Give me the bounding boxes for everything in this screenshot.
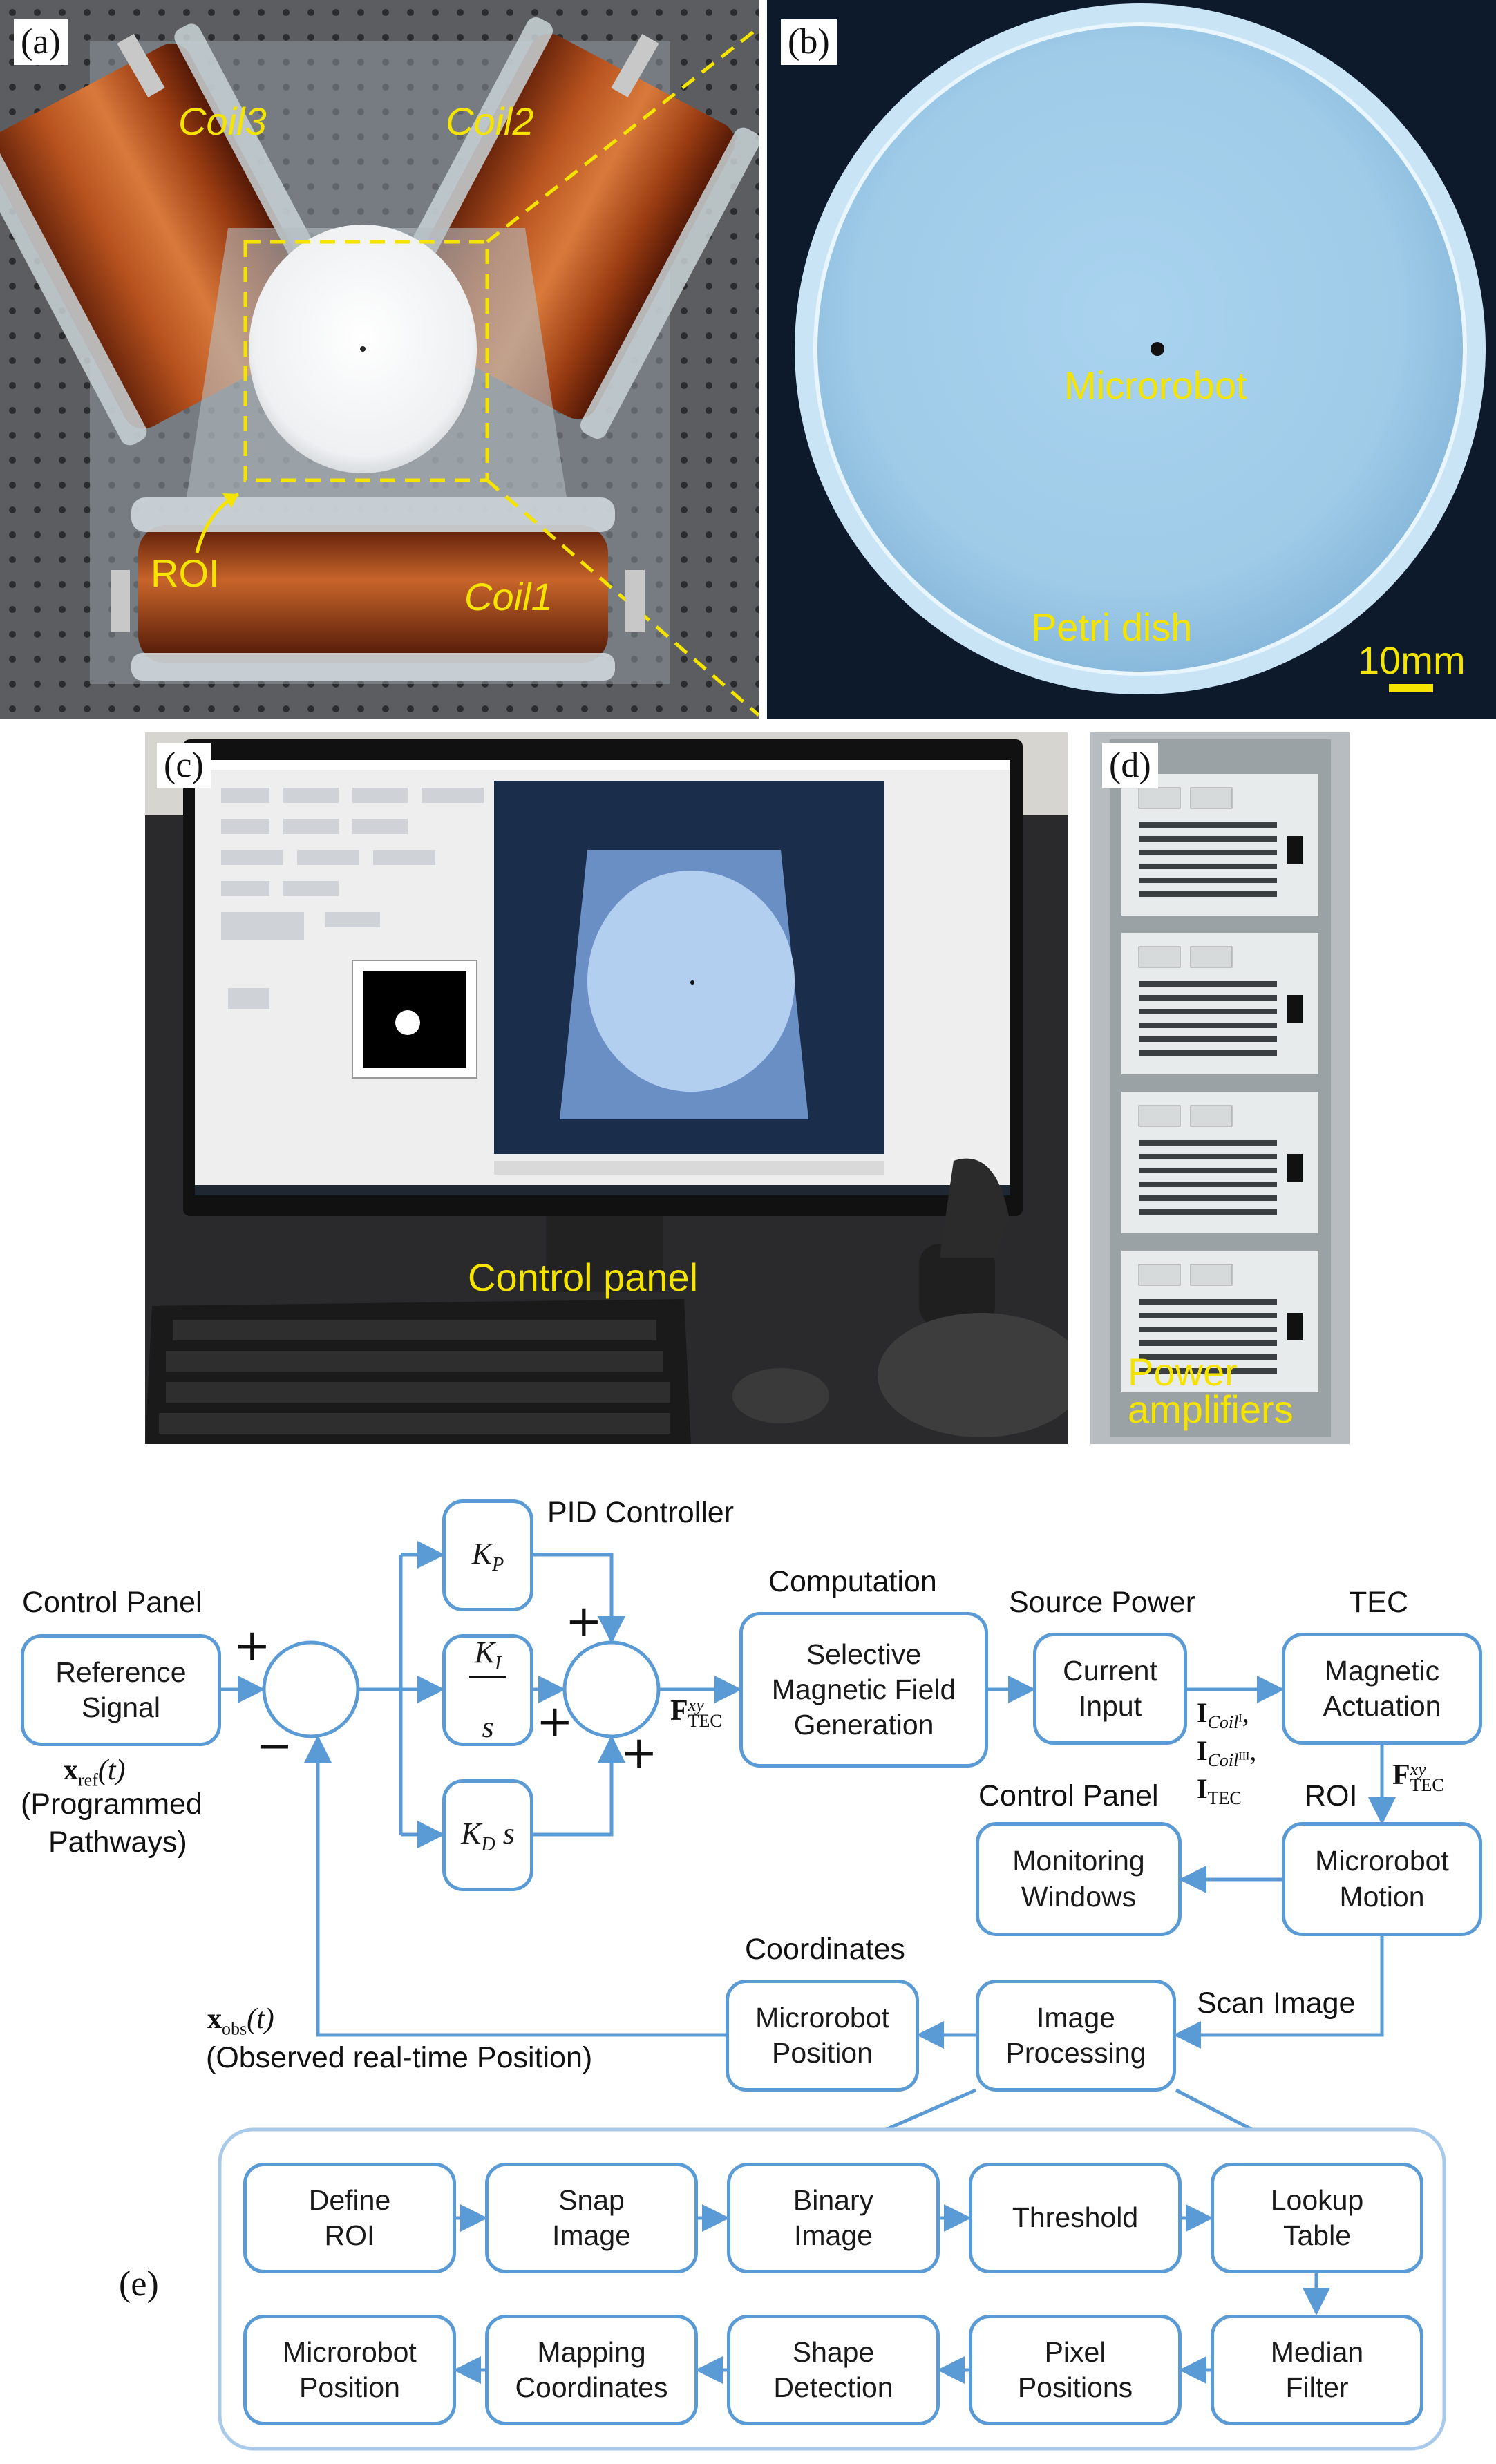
header-computation: Computation — [768, 1565, 937, 1598]
pipeline-microrobot-position: Microrobot Position — [243, 2315, 456, 2425]
label-amplifiers: amplifiers — [1128, 1387, 1294, 1431]
box-kd-s: KD s — [442, 1779, 533, 1891]
pipeline-binary-image: Binary Image — [727, 2163, 940, 2273]
signal-x-obs: xobs(t) — [207, 2003, 274, 2039]
photo-coil-setup — [0, 0, 759, 719]
label-coil1: Coil1 — [464, 575, 553, 618]
pipeline-shape-detection: Shape Detection — [727, 2315, 940, 2425]
header-coordinates: Coordinates — [745, 1933, 905, 1966]
header-control-panel-top: Control Panel — [22, 1586, 202, 1619]
box-monitoring-windows: Monitoring Windows — [976, 1822, 1182, 1936]
photo-power-amplifiers — [1090, 732, 1350, 1444]
box-selective-magnetic-field: Selective Magnetic Field Generation — [739, 1612, 988, 1768]
sign-minus-feedback: − — [256, 1721, 293, 1772]
sign-plus-kp: + — [565, 1596, 603, 1647]
box-microrobot-position: Microrobot Position — [726, 1980, 919, 2092]
box-kp: KP — [442, 1499, 533, 1611]
header-control-panel-mid: Control Panel — [978, 1779, 1159, 1812]
label-pathways: Pathways) — [48, 1826, 187, 1859]
label-coil3: Coil3 — [178, 99, 267, 143]
photo-control-station — [145, 732, 1068, 1444]
header-source-power: Source Power — [1009, 1586, 1196, 1619]
signal-i-coil1: ICoilI, — [1197, 1697, 1249, 1732]
sign-plus-ki: + — [536, 1696, 574, 1747]
label-coil2: Coil2 — [446, 99, 534, 143]
pipeline-mapping-coordinates: Mapping Coordinates — [485, 2315, 698, 2425]
signal-i-coil3: ICoilIII, — [1197, 1735, 1257, 1770]
signal-x-ref: xref(t) — [64, 1754, 126, 1790]
label-power: Power — [1128, 1350, 1238, 1394]
box-microrobot-motion: Microrobot Motion — [1282, 1822, 1482, 1936]
panel-label-e: (e) — [119, 2264, 159, 2304]
box-current-input: Current Input — [1033, 1633, 1187, 1745]
box-image-processing: Image Processing — [976, 1980, 1176, 2092]
sign-plus-ref: + — [234, 1620, 271, 1671]
pipeline-median-filter: Median Filter — [1211, 2315, 1423, 2425]
header-pid-controller: PID Controller — [547, 1496, 735, 1529]
label-roi-a: ROI — [151, 551, 220, 595]
label-petri-dish: Petri dish — [1031, 605, 1193, 649]
pipeline-lookup-table: Lookup Table — [1211, 2163, 1423, 2273]
label-control-panel: Control panel — [468, 1255, 699, 1299]
box-ki-over-s: KI s — [442, 1634, 533, 1746]
pipeline-pixel-positions: Pixel Positions — [969, 2315, 1182, 2425]
panel-label-b: (b) — [781, 19, 837, 65]
panel-label-a: (a) — [14, 19, 68, 65]
box-reference-signal: Reference Signal — [21, 1634, 221, 1746]
photo-petri-dish — [767, 0, 1496, 719]
label-programmed: (Programmed — [21, 1788, 202, 1821]
panel-label-c: (c) — [157, 743, 211, 788]
label-scale-bar: 10mm — [1358, 638, 1466, 682]
pipeline-define-roi: Define ROI — [243, 2163, 456, 2273]
label-microrobot: Microrobot — [1064, 363, 1247, 407]
header-tec: TEC — [1349, 1586, 1408, 1619]
label-observed-position: (Observed real-time Position) — [206, 2041, 593, 2074]
header-scan-image: Scan Image — [1197, 1987, 1356, 2020]
panel-label-d: (d) — [1102, 743, 1158, 788]
pipeline-threshold: Threshold — [969, 2163, 1182, 2273]
diagram-connectors — [218, 1541, 1446, 2451]
sign-plus-kd: + — [621, 1727, 658, 1779]
signal-i-tec: ITEC — [1197, 1773, 1242, 1808]
box-magnetic-actuation: Magnetic Actuation — [1282, 1633, 1482, 1745]
header-roi: ROI — [1305, 1779, 1358, 1812]
pipeline-snap-image: Snap Image — [485, 2163, 698, 2273]
